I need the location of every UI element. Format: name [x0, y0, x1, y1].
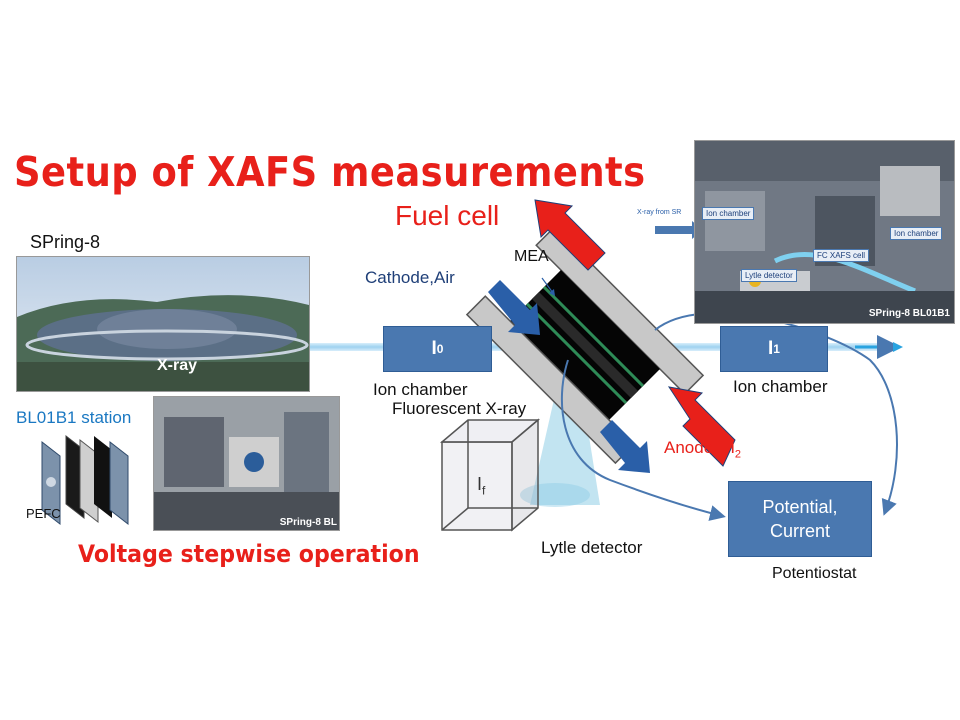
spring8-photo-art: [17, 257, 309, 391]
potentiostat-caption: Potentiostat: [772, 565, 857, 582]
setup-ion-chamber-left: Ion chamber: [702, 207, 755, 220]
anode-label: Anode, H2: [664, 438, 741, 460]
setup-photo: Ion chamber Ion chamber FC XAFS cell Lyt…: [694, 140, 955, 324]
setup-photo-caption: SPring-8 BL01B1: [868, 308, 950, 319]
red-arrow-top: [534, 199, 606, 271]
station-label: BL01B1 station: [16, 408, 132, 427]
xray-from-sr-label: X-ray from SR: [637, 209, 682, 216]
setup-ion-chamber-right: Ion chamber: [890, 227, 943, 240]
if-subscript: f: [482, 483, 486, 498]
xray-label: X-ray: [157, 357, 198, 374]
spring8-label: SPring-8: [30, 232, 101, 252]
page-title: Setup of XAFS measurements: [14, 148, 646, 196]
mea-label: MEA: [514, 248, 549, 265]
if-symbol: I: [477, 474, 483, 494]
i0-symbol: I: [431, 338, 437, 359]
fuel-cell-assembly: [465, 225, 705, 465]
station-photo-art: [154, 397, 339, 530]
setup-lytle-detector: Lytle detector: [741, 269, 797, 282]
potentiostat-line2: Current: [769, 521, 831, 541]
anode-label-text: Anode,: [664, 438, 723, 457]
i0-subscript: 0: [436, 342, 444, 356]
lytle-caption: Lytle detector: [541, 538, 643, 557]
fuel-cell-label: Fuel cell: [395, 200, 500, 231]
station-photo-caption: SPring-8 BL: [279, 517, 337, 528]
pefc-stack-illustration: [41, 434, 129, 526]
cathode-label: Cathode,Air: [365, 268, 455, 287]
i1-caption: Ion chamber: [733, 377, 828, 396]
lytle-symbol: If: [477, 474, 485, 498]
lytle-detector-cube: [439, 418, 541, 532]
spring8-photo: X-ray: [16, 256, 310, 392]
photo-xray-arrow: [655, 221, 703, 239]
i1-symbol: I: [768, 338, 774, 359]
blue-arrow-bottom: [600, 420, 650, 473]
wire-cathode: [560, 359, 726, 521]
blue-arrow-cathode: [488, 280, 540, 335]
mea-pointer: [541, 277, 554, 294]
setup-fc-xafs-cell: FC XAFS cell: [813, 249, 870, 262]
fluorescent-label: Fluorescent X-ray: [392, 399, 527, 418]
pefc-label: PEFC: [26, 506, 61, 521]
station-photo: SPring-8 BL: [153, 396, 340, 531]
potentiostat-line1: Potential,: [762, 497, 838, 517]
i1-subscript: 1: [773, 342, 780, 356]
subtitle: Voltage stepwise operation: [78, 540, 420, 568]
anode-gas-subscript: 2: [734, 448, 742, 461]
potentiostat-box: Potential, Current: [728, 481, 872, 557]
beam-arrowhead: [893, 342, 903, 352]
i0-caption: Ion chamber: [373, 380, 468, 399]
red-arrow-bottom: [667, 386, 736, 467]
anode-gas: H: [722, 438, 735, 457]
